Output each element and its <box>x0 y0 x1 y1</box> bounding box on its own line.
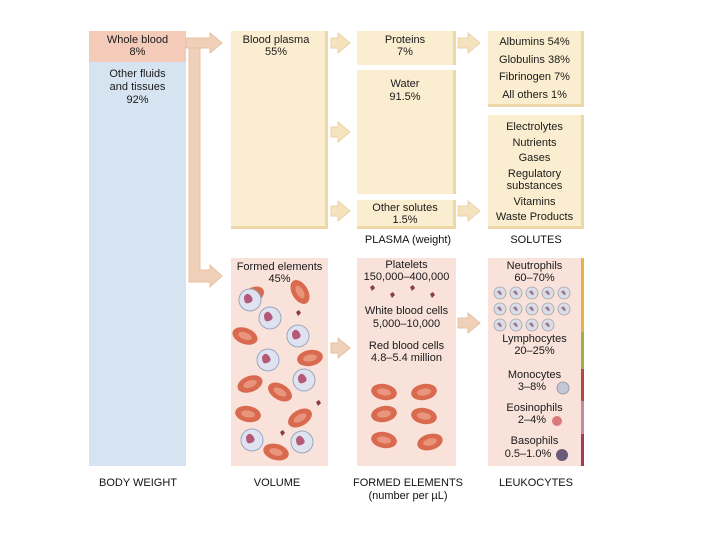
platelets-label: Platelets <box>385 259 428 271</box>
basophils-percent: 0.5–1.0% <box>504 448 552 460</box>
eosinophils-box <box>488 401 584 434</box>
lymphocytes-box <box>488 332 584 369</box>
nutrients-label: Nutrients <box>512 137 557 149</box>
neutrophils-illustration <box>493 286 571 332</box>
other-solutes-percent: 1.5% <box>392 214 418 226</box>
arrow-plasma-to-proteins <box>330 31 351 55</box>
footer-formed-elements: FORMED ELEMENTS <box>353 477 463 489</box>
footer-solutes: SOLUTES <box>510 234 561 246</box>
neutrophils-label: Neutrophils <box>506 260 563 272</box>
arrow-wbc-to-leukocytes <box>457 311 481 335</box>
formed-elements-percent: 45% <box>268 273 291 285</box>
footer-leukocytes: LEUKOCYTES <box>499 477 573 489</box>
regulatory-label: Regulatory <box>507 168 562 180</box>
blood-plasma-box <box>231 31 328 229</box>
eosinophils-percent: 2–4% <box>517 414 547 426</box>
other-fluids-label: Other fluids <box>109 68 166 80</box>
waste-products-label: Waste Products <box>495 211 574 223</box>
arrow-other-to-solutes <box>457 199 481 223</box>
wbc-label: White blood cells <box>364 305 449 317</box>
other-solutes-list-box <box>488 115 584 229</box>
arrow-proteins-to-solutes <box>457 31 481 55</box>
proteins-percent: 7% <box>397 46 413 58</box>
blood-plasma-label: Blood plasma <box>242 34 310 46</box>
fibrinogen-label: Fibrinogen 7% <box>499 71 570 83</box>
footer-plasma: PLASMA (weight) <box>365 234 451 246</box>
other-fluids-label-line2: and tissues <box>109 81 166 93</box>
electrolytes-label: Electrolytes <box>506 121 563 133</box>
rbc-label: Red blood cells <box>368 340 445 352</box>
lymphocytes-label: Lymphocytes <box>502 333 567 345</box>
whole-blood-percent: 8% <box>129 46 146 58</box>
wbc-count: 5,000–10,000 <box>372 318 441 330</box>
other-solutes-box <box>357 200 456 229</box>
arrow-plasma-to-other <box>330 199 351 223</box>
monocytes-label: Monocytes <box>507 369 562 381</box>
whole-blood-box <box>89 31 186 62</box>
globulins-label: Globulins 38% <box>499 54 570 66</box>
substances-label: substances <box>506 180 563 192</box>
water-label: Water <box>390 78 420 90</box>
basophils-box <box>488 434 584 466</box>
proteins-box <box>357 31 456 65</box>
blood-plasma-percent: 55% <box>264 46 288 58</box>
gases-label: Gases <box>518 152 551 164</box>
water-percent: 91.5% <box>389 91 421 103</box>
monocytes-percent: 3–8% <box>517 381 547 393</box>
vitamins-label: Vitamins <box>513 196 556 208</box>
other-fluids-percent: 92% <box>126 94 149 106</box>
formed-elements-count-box <box>357 258 456 466</box>
proteins-label: Proteins <box>384 34 426 46</box>
basophils-label: Basophils <box>510 435 559 447</box>
arrow-plasma-to-water <box>330 120 351 144</box>
other-solutes-label: Other solutes <box>372 202 438 214</box>
connector-arrows <box>185 31 481 360</box>
arrow-blood-to-formed <box>188 47 223 289</box>
footer-volume: VOLUME <box>254 477 300 489</box>
eosinophil-icon <box>552 416 562 426</box>
arrow-formed-to-counts <box>330 336 351 360</box>
formed-elements-label: Formed elements <box>236 261 323 273</box>
rbc-count: 4.8–5.4 million <box>371 352 442 364</box>
albumins-label: Albumins 54% <box>499 36 570 48</box>
footer-body-weight: BODY WEIGHT <box>99 477 177 489</box>
platelets-count: 150,000–400,000 <box>363 271 450 283</box>
footer-formed-elements-unit: (number per µL) <box>368 490 447 502</box>
counts-illustration <box>369 285 445 454</box>
eosinophils-label: Eosinophils <box>506 402 563 414</box>
basophil-icon <box>556 449 568 461</box>
other-fluids-box <box>89 62 186 466</box>
monocyte-icon <box>556 381 570 395</box>
whole-blood-label: Whole blood <box>106 34 169 46</box>
lymphocytes-percent: 20–25% <box>514 345 555 357</box>
formed-elements-illustration <box>230 276 325 464</box>
neutrophils-percent: 60–70% <box>514 272 555 284</box>
protein-solutes-box <box>488 31 584 107</box>
all-others-label: All others 1% <box>502 89 567 101</box>
water-box <box>357 70 456 194</box>
